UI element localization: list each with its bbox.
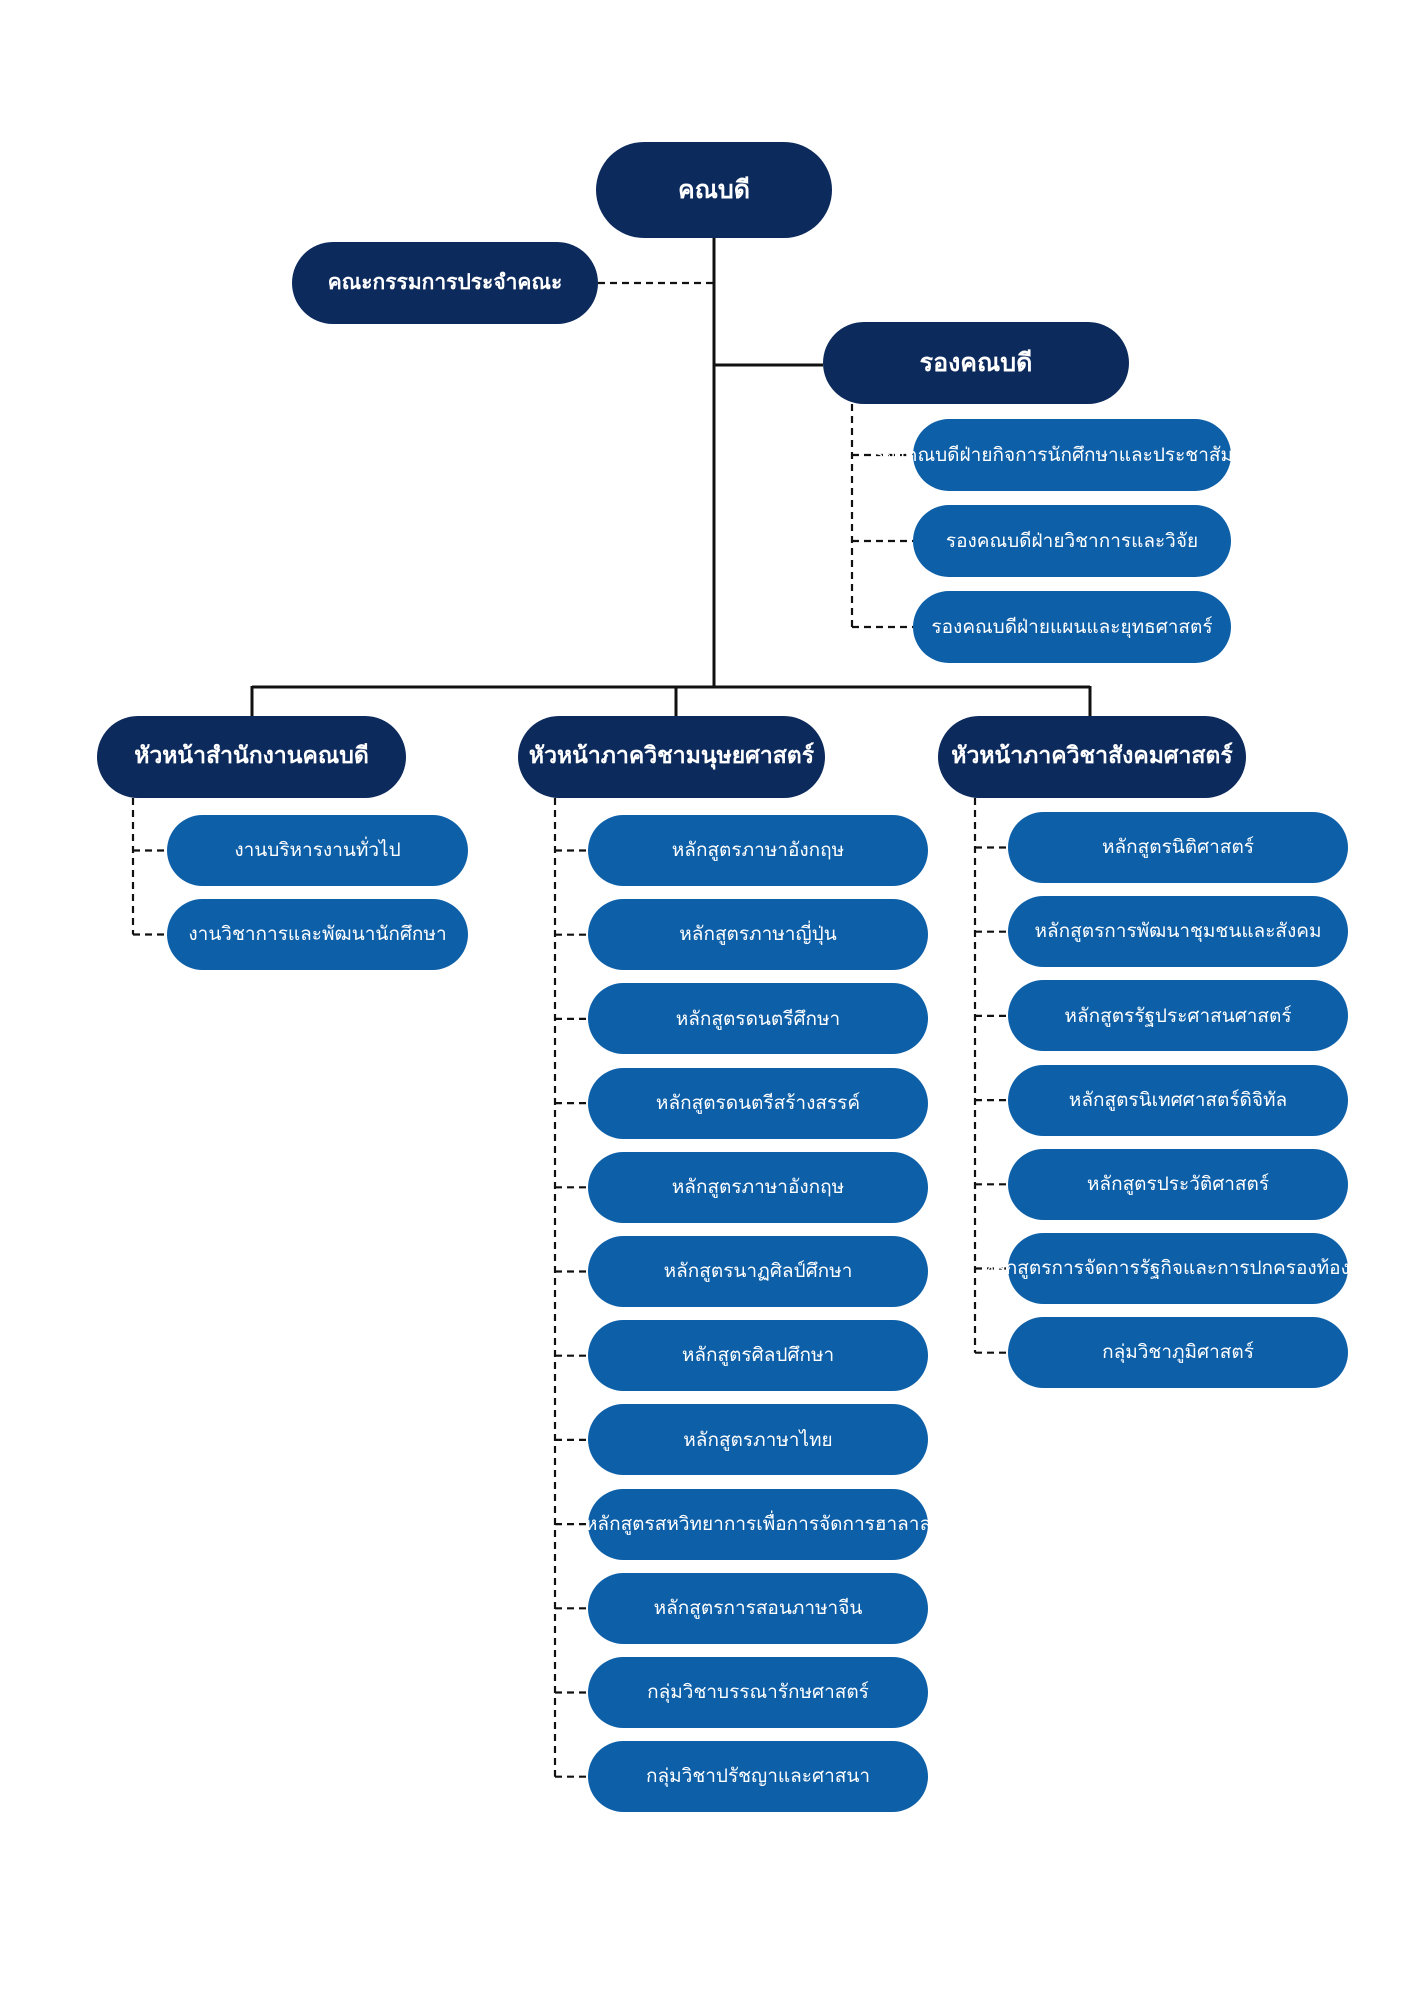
office-item-line: งานบริหารงานทั่วไป — [234, 839, 401, 862]
social-item-line: กลุ่มวิชาภูมิศาสตร์ — [1102, 1341, 1254, 1364]
office-item: งานบริหารงานทั่วไป — [167, 815, 468, 886]
social-item: หลักสูตรประวัติศาสตร์ — [1008, 1148, 1348, 1220]
humanities-item: หลักสูตรดนตรีศึกษา — [588, 983, 928, 1055]
humanities-item: หลักสูตรดนตรีสร้างสรรค์ — [588, 1067, 928, 1139]
humanities-head-box: หัวหน้าภาควิชา มนุษยศาสตร์ — [518, 716, 825, 798]
social-item-line: และสังคม — [1241, 920, 1322, 943]
vice-dean-item-line: รองคณบดีฝ่ายแผน — [931, 615, 1087, 638]
humanities-item-line: หลักสูตรภาษาญี่ปุ่น — [679, 923, 837, 946]
humanities-head-line-1: หัวหน้าภาควิชา — [528, 743, 686, 770]
humanities-item-line: หลักสูตรสหวิทยาการ — [584, 1512, 757, 1535]
committee-box: คณะกรรมการประจำคณะ — [292, 242, 598, 324]
social-item-line: หลักสูตรนิติศาสตร์ — [1101, 836, 1254, 859]
humanities-item: หลักสูตรศิลปศึกษา — [588, 1320, 928, 1392]
vice-dean-item-line: และยุทธศาสตร์ — [1086, 615, 1213, 638]
humanities-item-line: เพื่อการจัดการฮาลาล — [756, 1512, 932, 1535]
social-head-line-1: หัวหน้าภาควิชา — [951, 743, 1109, 770]
humanities-item-line: หลักสูตรภาษาไทย — [683, 1428, 833, 1451]
social-item: หลักสูตรรัฐประศาสนศาสตร์ — [1008, 980, 1348, 1052]
humanities-item: หลักสูตรภาษาไทย — [588, 1404, 928, 1476]
social-item: หลักสูตรนิติศาสตร์ — [1008, 812, 1348, 883]
social-item-line: หลักสูตรรัฐประศาสนศาสตร์ — [1064, 1004, 1292, 1027]
office-head-box: หัวหน้าสำนักงานคณบดี — [97, 716, 406, 798]
humanities-item: หลักสูตรภาษาญี่ปุ่น — [588, 899, 928, 971]
social-item-line: หลักสูตรการพัฒนาชุมชน — [1034, 920, 1242, 943]
humanities-item: หลักสูตรภาษาอังกฤษ — [588, 815, 928, 886]
office-head-label: หัวหน้าสำนักงานคณบดี — [134, 743, 369, 770]
dean-box: คณบดี — [596, 142, 832, 238]
social-item: หลักสูตรการจัดการรัฐกิจและการปกครองท้องถ… — [982, 1233, 1374, 1304]
vice-dean-item: รองคณบดีฝ่ายแผนและยุทธศาสตร์ — [913, 591, 1231, 663]
humanities-item-line: หลักสูตรภาษาอังกฤษ — [671, 839, 845, 862]
office-item: งานวิชาการและพัฒนานักศึกษา — [167, 899, 468, 970]
humanities-head-line-2: มนุษยศาสตร์ — [685, 743, 815, 770]
social-item-line: ปกครองท้องถิ่น — [1249, 1257, 1375, 1280]
office-item-line: งานวิชาการและพัฒนานักศึกษา — [188, 923, 447, 946]
humanities-item-line: กลุ่มวิชาบรรณารักษศาสตร์ — [647, 1681, 869, 1704]
social-item: หลักสูตรการพัฒนาชุมชนและสังคม — [1008, 896, 1348, 968]
vice-dean-label: รองคณบดี — [919, 347, 1033, 377]
dean-label: คณบดี — [677, 174, 751, 204]
social-item-line: หลักสูตรประวัติศาสตร์ — [1086, 1172, 1270, 1195]
vice-dean-box: รองคณบดี — [823, 322, 1129, 404]
humanities-item-line: หลักสูตรการสอนภาษาจีน — [653, 1596, 863, 1619]
humanities-item: หลักสูตรภาษาอังกฤษ — [588, 1151, 928, 1223]
vice-dean-item: รองคณบดีฝ่ายวิชาการและวิจัย — [913, 505, 1231, 577]
social-head-line-2: สังคมศาสตร์ — [1108, 743, 1233, 770]
social-item-line: หลักสูตรนิเทศศาสตร์ดิจิทัล — [1068, 1088, 1288, 1111]
humanities-item: หลักสูตรสหวิทยาการเพื่อการจัดการฮาลาล — [584, 1488, 932, 1560]
humanities-item-line: กลุ่มวิชาปรัชญาและศาสนา — [645, 1765, 870, 1788]
humanities-item: หลักสูตรนาฏศิลป์ศึกษา — [588, 1236, 928, 1307]
humanities-item-line: หลักสูตรภาษาอังกฤษ — [671, 1175, 845, 1198]
vice-dean-item-line: และประชาสัมพันธ์ — [1118, 443, 1271, 466]
humanities-item-line: หลักสูตรศิลปศึกษา — [681, 1344, 835, 1367]
vice-dean-item-line: รองคณบดีฝ่ายวิชาการและวิจัย — [945, 529, 1199, 552]
humanities-item: กลุ่มวิชาปรัชญาและศาสนา — [588, 1741, 928, 1813]
vice-dean-item: รองคณบดีฝ่ายกิจการนักศึกษาและประชาสัมพัน… — [874, 419, 1270, 491]
committee-label: คณะกรรมการประจำคณะ — [327, 270, 563, 295]
social-head-box: หัวหน้าภาควิชา สังคมศาสตร์ — [938, 716, 1246, 798]
social-item: กลุ่มวิชาภูมิศาสตร์ — [1008, 1317, 1348, 1389]
humanities-item-line: หลักสูตรนาฏศิลป์ศึกษา — [663, 1260, 853, 1283]
humanities-item: หลักสูตรการสอนภาษาจีน — [588, 1572, 928, 1644]
social-item-line: หลักสูตรการจัดการรัฐกิจและการ — [981, 1257, 1250, 1280]
humanities-item-line: หลักสูตรดนตรีศึกษา — [675, 1007, 841, 1030]
vice-dean-item-line: รองคณบดีฝ่ายกิจการนักศึกษา — [873, 443, 1119, 466]
humanities-item: กลุ่มวิชาบรรณารักษศาสตร์ — [588, 1657, 928, 1728]
humanities-item-line: หลักสูตรดนตรีสร้างสรรค์ — [655, 1091, 861, 1114]
social-item: หลักสูตรนิเทศศาสตร์ดิจิทัล — [1008, 1064, 1348, 1136]
